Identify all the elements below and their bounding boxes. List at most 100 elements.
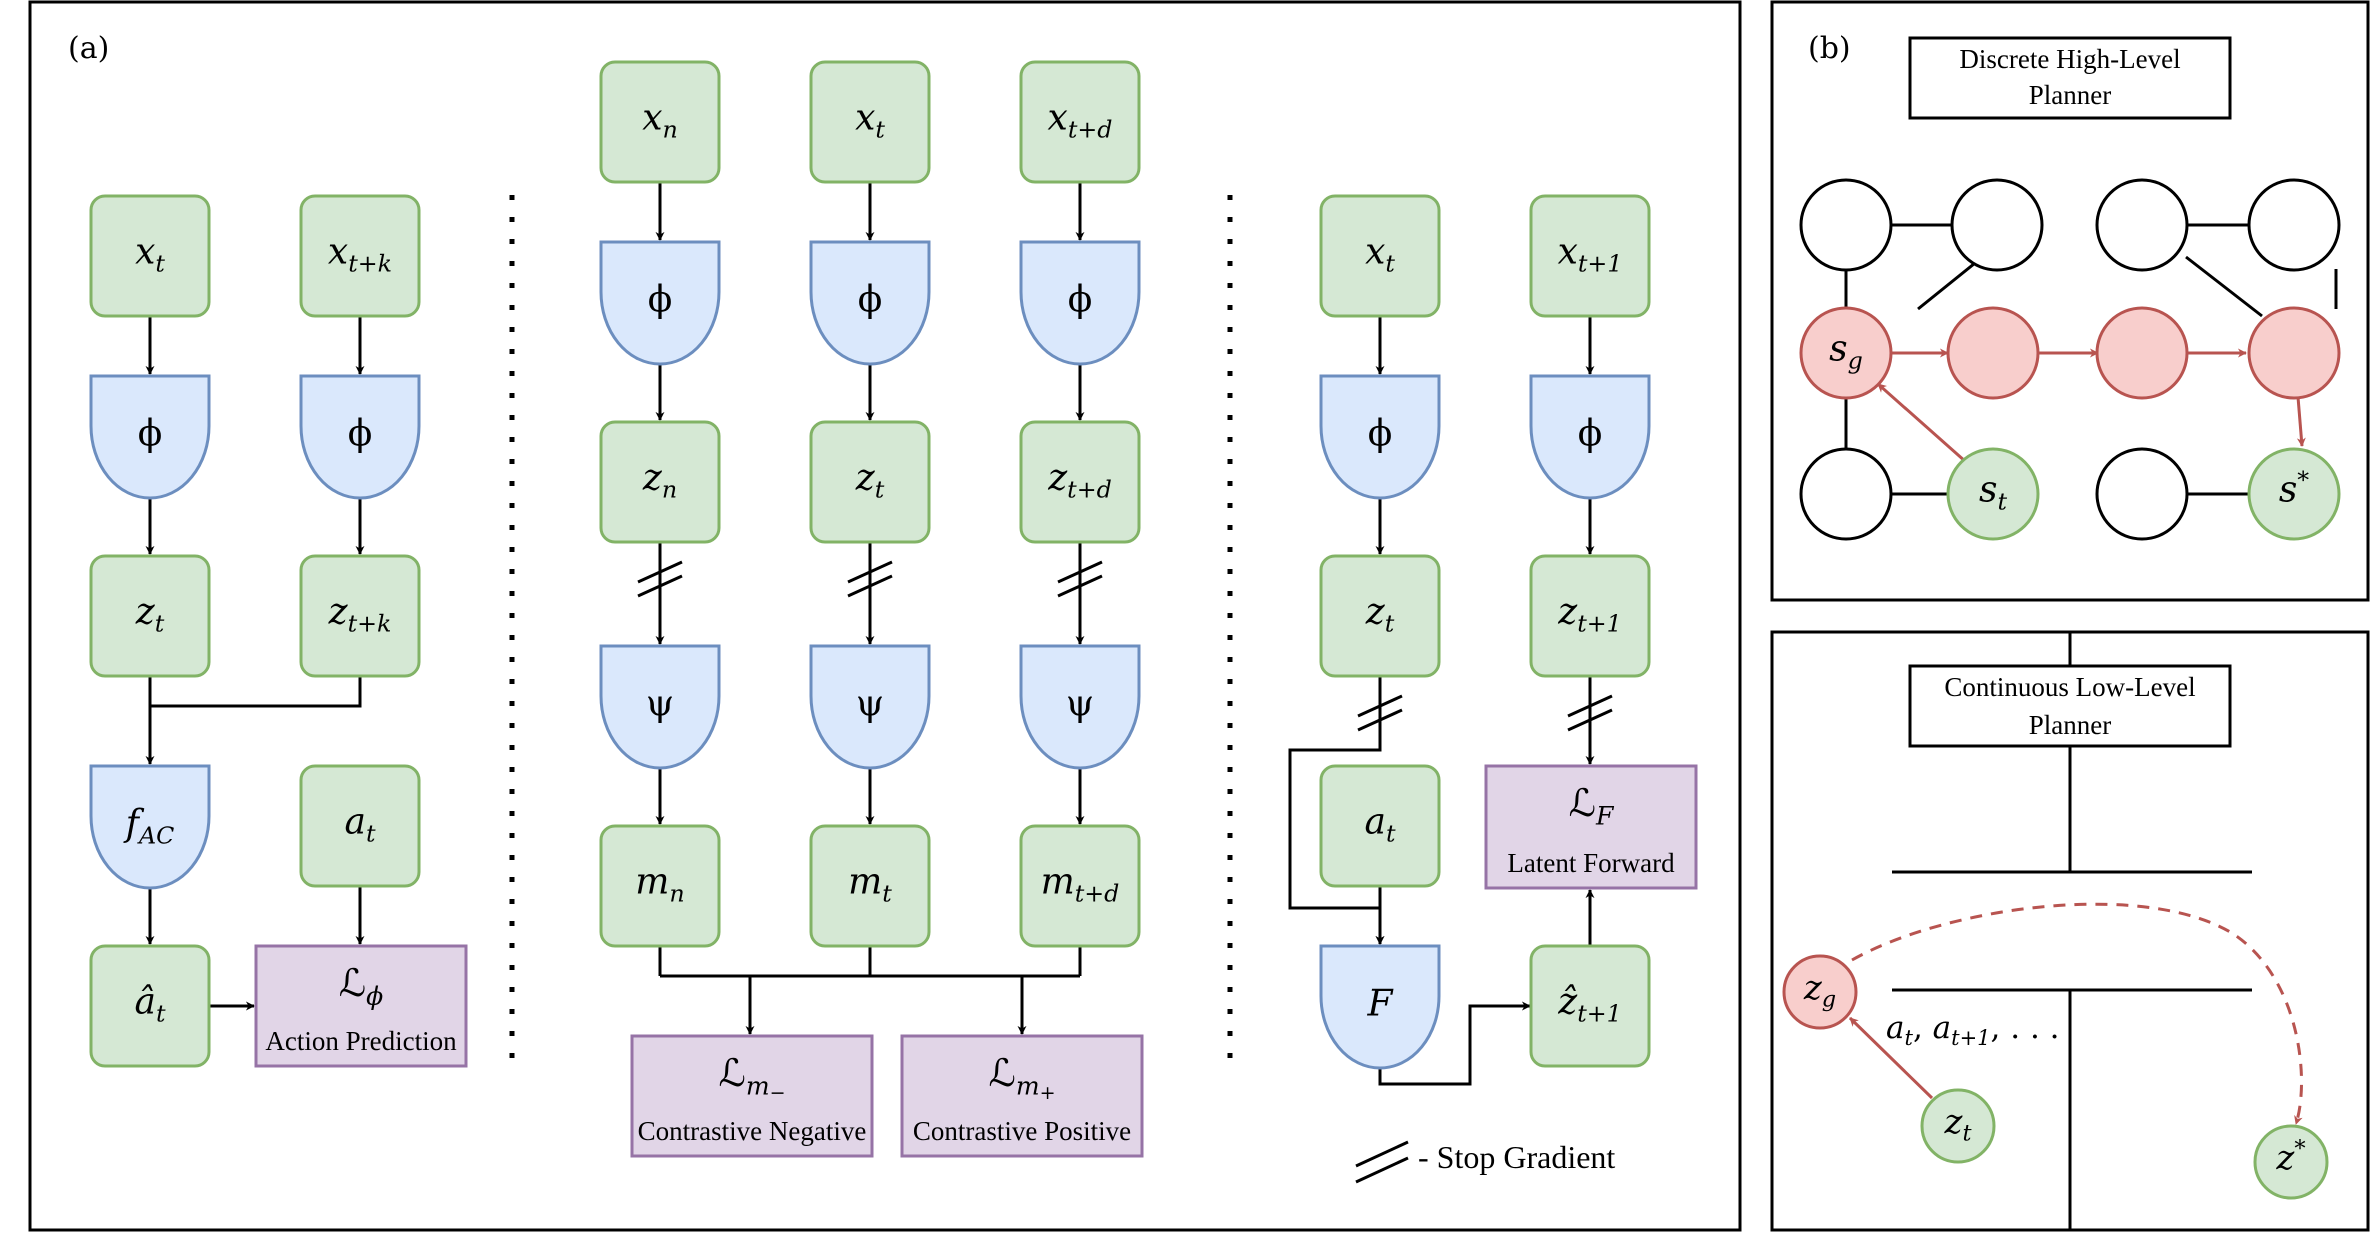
col3-x-t1-label: xt+1 <box>1558 232 1623 278</box>
col2-x-n-label: xn <box>642 98 678 144</box>
graph-node-subgoal-label: sg <box>1829 329 1863 375</box>
loss-latent-forward-box <box>1484 764 1698 890</box>
planned-trajectory <box>1851 902 2304 1125</box>
graph-node-6 <box>2095 447 2189 541</box>
col3-forward-model-shape <box>1319 944 1441 1070</box>
col3-z-t-label: zt <box>1365 592 1395 638</box>
col1-a-hat-t-label: ât <box>134 982 165 1028</box>
col1-encoder-right-shape <box>299 374 421 500</box>
col1-x-tk-box <box>299 194 421 318</box>
loss-contrastive-negative-symbol: ℒm− <box>718 1051 785 1104</box>
col1-x-t-box <box>89 194 211 318</box>
col2-z-n-box <box>599 420 721 544</box>
graph-node-path-3 <box>2247 306 2341 400</box>
col2-x-t-label: xt <box>855 98 885 144</box>
col2-z-t-label: zt <box>855 458 885 504</box>
col2-projector-td-label: ψ <box>1066 684 1094 725</box>
loss-contrastive-positive-box <box>900 1034 1144 1158</box>
col3-z-t-box <box>1319 554 1441 678</box>
planner-node-start <box>1920 1088 1996 1164</box>
col2-z-n-label: zn <box>642 458 677 504</box>
graph-node-subgoal <box>1799 306 1893 400</box>
graph-plan-arrows <box>1877 348 2306 464</box>
panel-b-label: (b) <box>1808 31 1851 66</box>
col3-a-t-box <box>1319 764 1441 888</box>
continuous-planner-title-box <box>1908 664 2232 748</box>
col2-x-n-box <box>599 60 721 184</box>
start-to-subgoal-arrow <box>1848 1016 1934 1100</box>
col2-m-td-label: mt+d <box>1041 862 1120 908</box>
col1-x-tk-label: xt+k <box>328 232 392 278</box>
graph-node-3 <box>1799 447 1893 541</box>
stop-gradient-legend: - Stop Gradient <box>1418 1139 1615 1175</box>
col1-z-t-box <box>89 554 211 678</box>
col3-z-t1-box <box>1529 554 1651 678</box>
col3-encoder-right-label: ϕ <box>1578 414 1603 455</box>
action-sequence-label: at, at+1, . . . <box>1886 1010 2060 1050</box>
col3-x-t1-box <box>1529 194 1651 318</box>
planner-tree-lines <box>1892 632 2252 1230</box>
col3-z-hat-t1-box <box>1529 944 1651 1068</box>
col2-m-n-label: mn <box>635 862 684 908</box>
loss-action-prediction-box <box>254 944 468 1068</box>
planner-node-subgoal-label: zg <box>1803 968 1836 1012</box>
col2-projector-n-label: ψ <box>646 684 674 725</box>
col1-z-t-label: zt <box>135 592 165 638</box>
col2-m-td-box <box>1019 824 1141 948</box>
col1-a-t-box <box>299 764 421 888</box>
col2-x-td-box <box>1019 60 1141 184</box>
col1-encoder-left-shape <box>89 374 211 500</box>
panel-a-connections <box>145 182 1595 1086</box>
stop-gradient-marks <box>637 560 1613 1184</box>
discrete-planner-title-line1: Discrete High-Level <box>1959 44 2180 74</box>
planner-node-start-label: zt <box>1944 1102 1973 1146</box>
col2-projector-td-shape <box>1019 644 1141 770</box>
col3-x-t-label: xt <box>1365 232 1395 278</box>
col3-z-t1-label: zt+1 <box>1557 592 1622 638</box>
discrete-planner-title-box <box>1908 36 2232 120</box>
panel-b-top-frame <box>1770 0 2370 602</box>
graph-node-start <box>1946 447 2040 541</box>
col1-a-hat-t-box <box>89 944 211 1068</box>
continuous-planner-title-line2: Planner <box>2029 710 2111 740</box>
col2-m-t-box <box>809 824 931 948</box>
graph-node-5 <box>2247 178 2341 272</box>
col3-encoder-left-label: ϕ <box>1368 414 1393 455</box>
col1-z-tk-label: zt+k <box>328 592 392 638</box>
graph-nodes: sg st s* <box>1799 178 2341 541</box>
col2-z-td-box <box>1019 420 1141 544</box>
col1-z-tk-box <box>299 554 421 678</box>
col2-encoder-n-shape <box>599 240 721 366</box>
loss-contrastive-negative-caption: Contrastive Negative <box>638 1116 867 1146</box>
discrete-planner-title-line2: Planner <box>2029 80 2111 110</box>
col2-projector-n-shape <box>599 644 721 770</box>
loss-contrastive-negative-box <box>630 1034 874 1158</box>
col3-z-hat-t1-label: ẑt+1 <box>1557 982 1622 1028</box>
loss-contrastive-positive-symbol: ℒm+ <box>988 1051 1055 1104</box>
graph-node-goal <box>2247 447 2341 541</box>
graph-node-path-1 <box>1946 306 2040 400</box>
col2-encoder-td-shape <box>1019 240 1141 366</box>
col2-m-t-label: mt <box>848 862 892 908</box>
col3-forward-model-label: F <box>1367 984 1395 1025</box>
col2-encoder-t-label: ϕ <box>858 280 883 321</box>
col2-z-t-box <box>809 420 931 544</box>
col3-x-t-box <box>1319 194 1441 318</box>
graph-node-2 <box>1950 178 2044 272</box>
graph-node-goal-label: s* <box>2279 466 2309 511</box>
col1-action-classifier-shape <box>89 764 211 890</box>
col2-projector-t-label: ψ <box>856 684 884 725</box>
loss-action-prediction-symbol: ℒϕ <box>339 961 383 1010</box>
col1-encoder-right-label: ϕ <box>348 414 373 455</box>
col3-a-t-label: at <box>1364 802 1395 848</box>
graph-node-start-label: st <box>1979 470 2007 516</box>
planner-node-subgoal <box>1782 954 1858 1030</box>
col2-x-td-label: xt+d <box>1048 98 1113 144</box>
col2-encoder-n-label: ϕ <box>648 280 673 321</box>
panel-a-frame <box>28 0 1742 1232</box>
loss-contrastive-positive-caption: Contrastive Positive <box>913 1116 1131 1146</box>
planner-node-goal-label: z* <box>2275 1136 2305 1178</box>
col1-a-t-label: at <box>344 802 375 848</box>
